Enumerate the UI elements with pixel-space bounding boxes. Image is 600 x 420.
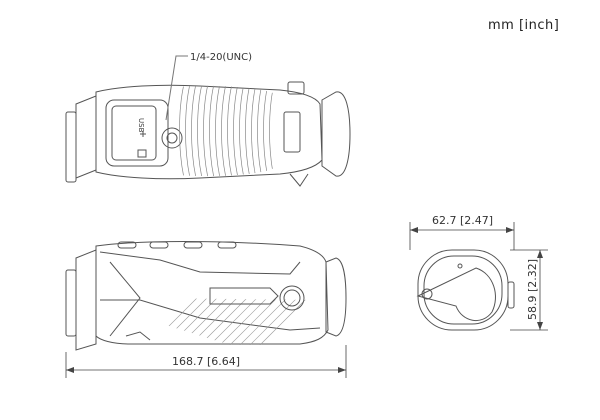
thread-annotation: 1/4-20(UNC): [190, 52, 252, 63]
side-contour-mid: [100, 299, 321, 331]
usb-label: USB: [137, 118, 145, 133]
top-control-plate: [105, 99, 169, 167]
top-lanyard-loop: [289, 173, 309, 187]
dimension-lines: [65, 222, 548, 378]
rear-indicator-dot: [457, 263, 463, 269]
units-label: mm [inch]: [488, 18, 560, 33]
top-round-button: [161, 127, 183, 149]
top-body-outline: [95, 84, 323, 180]
rear-eyepiece-opening: [416, 267, 496, 321]
width-dimension-label: 62.7 [2.47]: [432, 214, 493, 227]
top-rear-panel: [283, 111, 301, 153]
top-view: [65, 55, 351, 187]
length-dimension-label: 168.7 [6.64]: [172, 355, 240, 368]
side-slot: [209, 287, 279, 305]
side-round-button-inner: [283, 289, 301, 307]
top-knob: [287, 81, 305, 95]
top-round-button-inner: [166, 132, 178, 144]
top-eyecup: [321, 91, 351, 177]
side-body-outline: [95, 241, 329, 345]
side-view: [65, 241, 347, 351]
usb-symbol-icon: [140, 131, 146, 137]
side-bottom-detail: [125, 331, 151, 341]
sd-card-icon: [137, 149, 147, 158]
side-lens-ring: [75, 249, 97, 351]
side-round-button: [279, 285, 305, 311]
side-button-4: [217, 241, 237, 249]
rear-side-port: [507, 281, 515, 309]
rear-view: [416, 249, 515, 331]
top-lens-cap: [65, 111, 77, 183]
side-button-1: [117, 241, 137, 249]
rear-attachment-point: [421, 288, 433, 300]
top-grip-ribs: [179, 85, 275, 177]
top-lens-ring: [75, 95, 97, 179]
top-usb-door: [111, 105, 157, 161]
side-eyecup: [325, 257, 347, 337]
side-button-2: [149, 241, 169, 249]
thread-leader-line: [165, 55, 188, 121]
side-lens-cap: [65, 269, 77, 337]
side-button-3: [183, 241, 203, 249]
side-contour-top: [99, 251, 301, 275]
height-dimension-label: 58.9 [2.32]: [526, 259, 539, 320]
side-contour-front: [109, 261, 141, 337]
